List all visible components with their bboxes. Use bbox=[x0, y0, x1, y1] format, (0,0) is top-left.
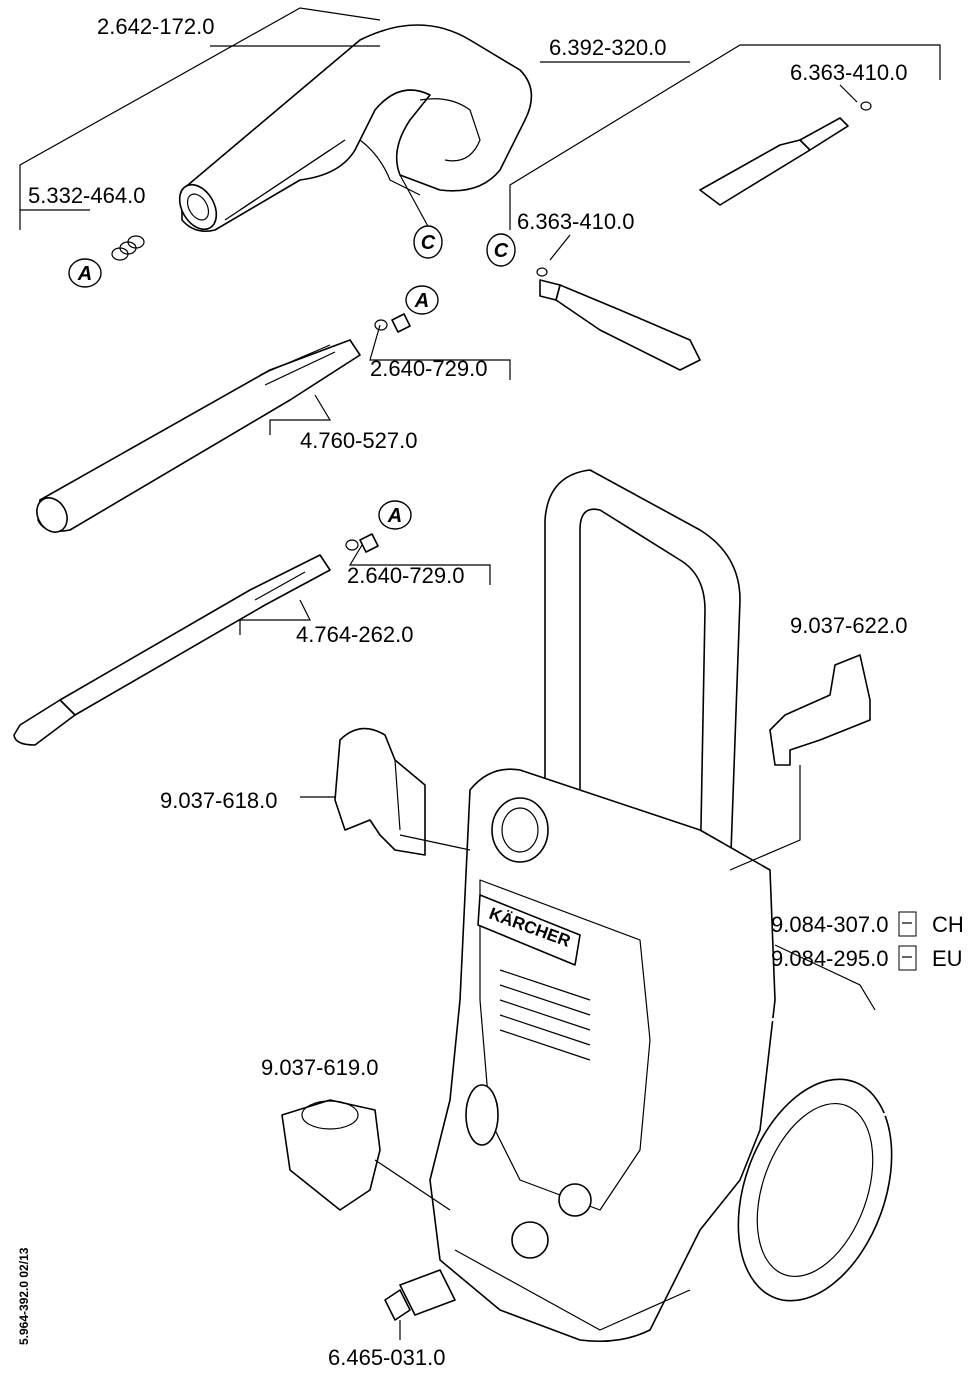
svg-text:C: C bbox=[494, 240, 509, 262]
callout-a-spring: A bbox=[68, 258, 102, 288]
callout-a-lance: A bbox=[405, 285, 439, 315]
label-nozzle-adapter-1: 2.640-729.0 bbox=[370, 356, 487, 381]
svg-text:9.084-295.0: 9.084-295.0 bbox=[771, 946, 888, 971]
trigger-gun bbox=[178, 24, 533, 233]
pressure-washer-body: KÄRCHER bbox=[429, 469, 937, 1343]
dirt-blaster bbox=[13, 533, 379, 746]
label-power-cord-ch: 9.084-307.0 CH bbox=[771, 911, 964, 937]
label-holder-right: 9.037-622.0 bbox=[790, 613, 907, 638]
svg-text:9.084-307.0: 9.084-307.0 bbox=[771, 912, 888, 937]
holder-bottom bbox=[281, 1099, 381, 1211]
holder-right bbox=[769, 654, 871, 766]
leader-lines bbox=[19, 7, 941, 1340]
label-dirt-blaster: 4.764-262.0 bbox=[296, 622, 413, 647]
label-holder-bottom: 9.037-619.0 bbox=[261, 1055, 378, 1080]
callout-a-blaster: A bbox=[378, 500, 412, 530]
callout-c-gun: C bbox=[413, 225, 443, 259]
label-o-ring-top: 6.363-410.0 bbox=[790, 60, 907, 85]
label-o-ring-mid: 6.363-410.0 bbox=[517, 209, 634, 234]
label-spring: 5.332-464.0 bbox=[28, 183, 145, 208]
water-inlet bbox=[384, 1269, 456, 1321]
label-trigger-gun: 2.642-172.0 bbox=[97, 14, 214, 39]
variant-ch: CH bbox=[932, 912, 964, 937]
document-id: 5.964-392.0 02/13 bbox=[17, 1247, 31, 1345]
svg-text:A: A bbox=[77, 263, 92, 285]
svg-text:A: A bbox=[387, 505, 402, 527]
label-vario-lance: 4.760-527.0 bbox=[300, 428, 417, 453]
vario-lance bbox=[36, 313, 411, 533]
callout-c-hose: C bbox=[486, 233, 516, 267]
label-power-cord-eu: 9.084-295.0 EU bbox=[771, 945, 963, 971]
label-nozzle-adapter-2: 2.640-729.0 bbox=[347, 563, 464, 588]
holder-left bbox=[334, 727, 426, 856]
spring bbox=[111, 235, 145, 261]
svg-text:C: C bbox=[421, 232, 436, 254]
label-hose-assembly: 6.392-320.0 bbox=[549, 35, 666, 60]
svg-text:A: A bbox=[414, 290, 429, 312]
variant-eu: EU bbox=[932, 946, 963, 971]
label-water-inlet: 6.465-031.0 bbox=[328, 1345, 445, 1370]
hose-assembly bbox=[536, 101, 872, 379]
label-holder-left: 9.037-618.0 bbox=[160, 788, 277, 813]
